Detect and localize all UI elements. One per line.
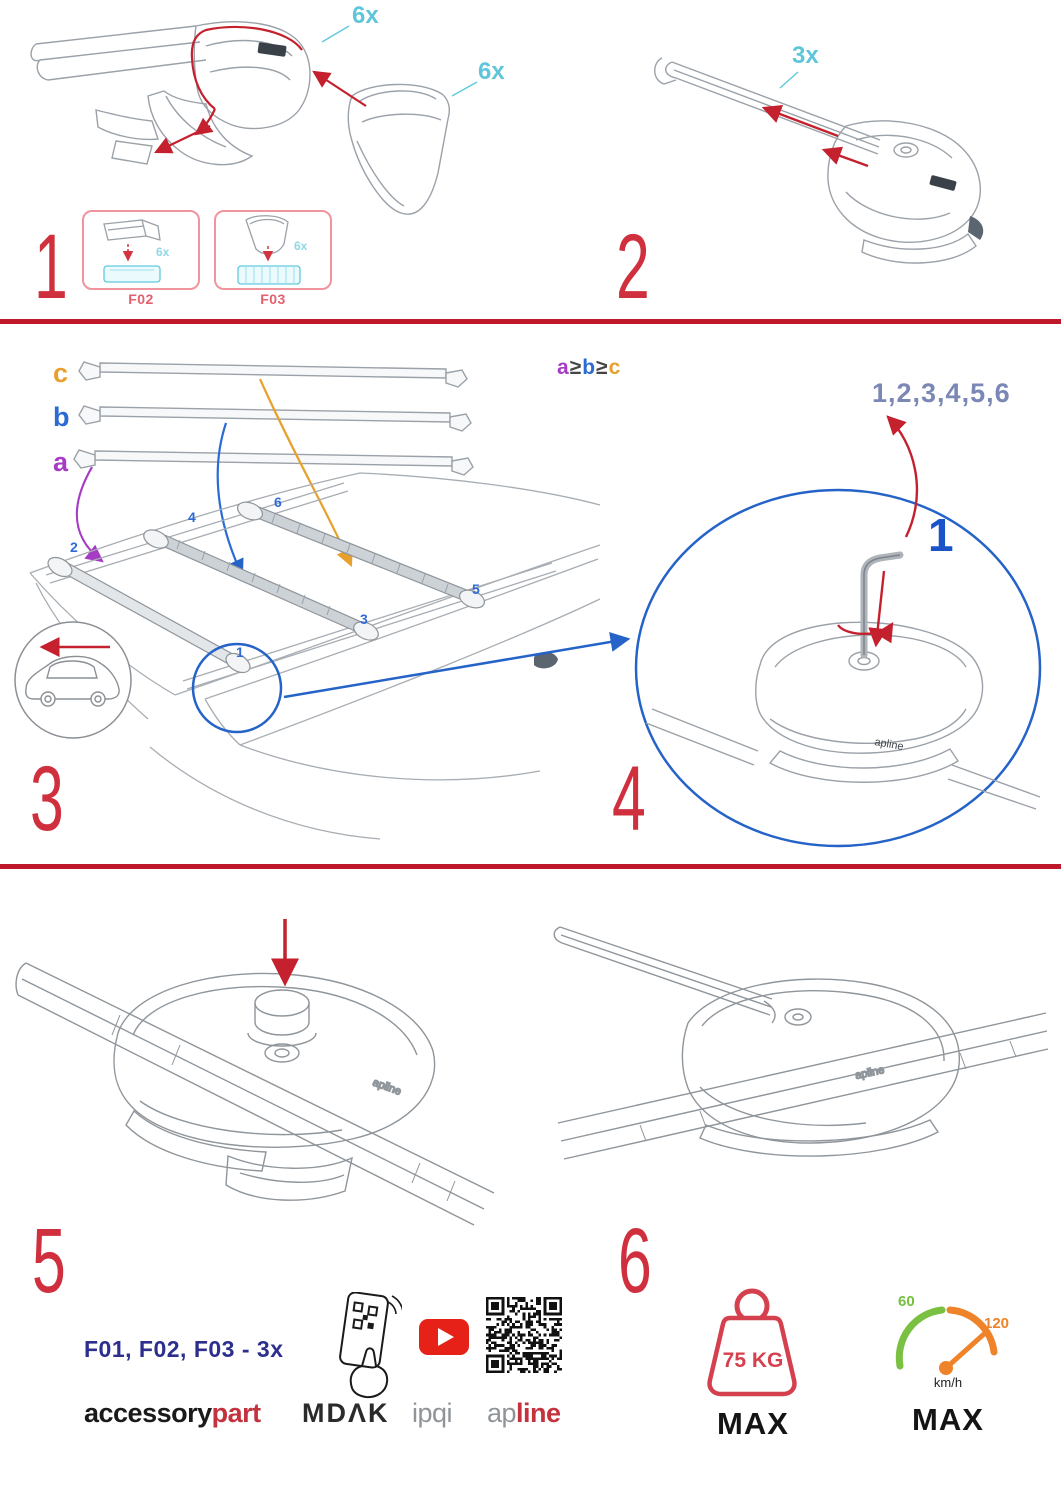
- qty-label-endcap: 6x: [352, 2, 379, 29]
- brand-accessory-part1: accessory: [84, 1398, 212, 1428]
- step1-red-arrows: [154, 25, 367, 154]
- roof-foot-assembly-drawing: [30, 21, 311, 166]
- size-rule-text: a≥b≥c: [557, 357, 621, 378]
- speed-unit-label: km/h: [933, 1375, 963, 1390]
- step2-number: 2: [616, 216, 650, 318]
- step5-number: 5: [32, 1210, 66, 1312]
- foot-cover-drawing: [347, 83, 451, 215]
- apline-logo-text: apline: [854, 1064, 885, 1082]
- rule-ge1: ≥: [569, 356, 583, 379]
- apline-logo-text: apline: [371, 1077, 403, 1098]
- box-f02-code: F02: [128, 291, 154, 307]
- tightening-detail: apline: [634, 415, 1042, 848]
- brand-accessorypart: accessorypart: [84, 1400, 261, 1427]
- step2-qty-leader: [779, 71, 799, 89]
- step6-number: 6: [618, 1210, 652, 1312]
- step1-qty-leaders: [321, 25, 478, 97]
- mounted-crossbars: [47, 501, 486, 674]
- speed-min-label: 60: [898, 1293, 915, 1310]
- qty-label-bars: 3x: [792, 42, 819, 69]
- brand-accessory-part2: part: [211, 1398, 262, 1428]
- youtube-icon: [419, 1319, 469, 1355]
- bar-label-c: c: [53, 358, 69, 388]
- bar-label-a: a: [53, 447, 69, 477]
- max-load-weight-icon: [707, 1288, 797, 1397]
- max-speed-label: MAX: [912, 1402, 984, 1437]
- brand-apline-part2: line: [516, 1398, 561, 1428]
- speedometer-icon: [895, 1306, 998, 1375]
- qty-label-cover: 6x: [478, 58, 505, 85]
- part-box-f02: [82, 210, 200, 290]
- rule-a: a: [557, 356, 570, 379]
- tighten-sequence-text: 1,2,3,4,5,6: [872, 378, 1011, 408]
- step2-red-arrows: [761, 104, 869, 168]
- sequence-first-number: 1: [928, 509, 954, 561]
- crossbar-drawing: [654, 57, 984, 264]
- rule-c: c: [608, 356, 622, 379]
- rule-ge2: ≥: [596, 356, 609, 379]
- part-box-f02-sketch: [103, 219, 161, 283]
- box-f03-qty: 6x: [294, 239, 308, 253]
- brand-apline: apline: [487, 1400, 561, 1427]
- foot-closed-drawing: apline: [553, 926, 1049, 1160]
- kit-contents-text: F01, F02, F03 - 3x: [84, 1336, 284, 1362]
- apline-logo-mark: [257, 42, 287, 57]
- detail-pointer-arrow: [283, 632, 631, 699]
- step3-step4-illustration: apline: [14, 361, 1042, 848]
- box-f03-code: F03: [260, 291, 286, 307]
- qr-code-icon: [486, 1297, 562, 1373]
- step1-number: 1: [34, 216, 68, 318]
- apline-logo-mark: [929, 175, 957, 191]
- step4-number: 4: [612, 748, 646, 850]
- max-load-value: 75 KG: [722, 1349, 784, 1372]
- box-f02-qty: 6x: [156, 245, 170, 259]
- apline-logo-text: apline: [873, 736, 904, 753]
- section-divider-1: [0, 319, 1061, 324]
- detail-circle: [634, 488, 1042, 848]
- max-load-label: MAX: [717, 1406, 789, 1441]
- position-1: 1: [236, 644, 244, 660]
- part-box-f03: [214, 210, 332, 290]
- brand-ipqi: ipqi: [412, 1398, 453, 1428]
- position-2: 2: [70, 539, 78, 555]
- position-6: 6: [274, 494, 282, 510]
- bar-label-b: b: [53, 402, 70, 432]
- step4-red-arrows: [837, 415, 919, 648]
- rule-b: b: [582, 356, 597, 379]
- step5-step6-illustration: apline apline: [15, 919, 1049, 1226]
- allen-key: [860, 551, 904, 659]
- brand-mdak: MDΛK: [302, 1398, 390, 1428]
- section-divider-2: [0, 864, 1061, 869]
- brand-apline-part1: ap: [487, 1398, 517, 1428]
- foot-open-drawing: apline: [15, 962, 495, 1226]
- step1-step2-illustration: [30, 21, 984, 264]
- crossbars-abc-drawing: [73, 361, 474, 476]
- position-5: 5: [472, 581, 480, 597]
- car-direction-inset: [14, 621, 132, 739]
- step3-number: 3: [30, 748, 64, 850]
- position1-highlight-circle: [191, 642, 283, 734]
- position-3: 3: [360, 611, 368, 627]
- position-4: 4: [188, 509, 196, 525]
- part-box-f03-sketch: [237, 215, 301, 285]
- scan-qr-phone-icon: [339, 1292, 402, 1399]
- speed-peak-label: 120: [984, 1315, 1010, 1332]
